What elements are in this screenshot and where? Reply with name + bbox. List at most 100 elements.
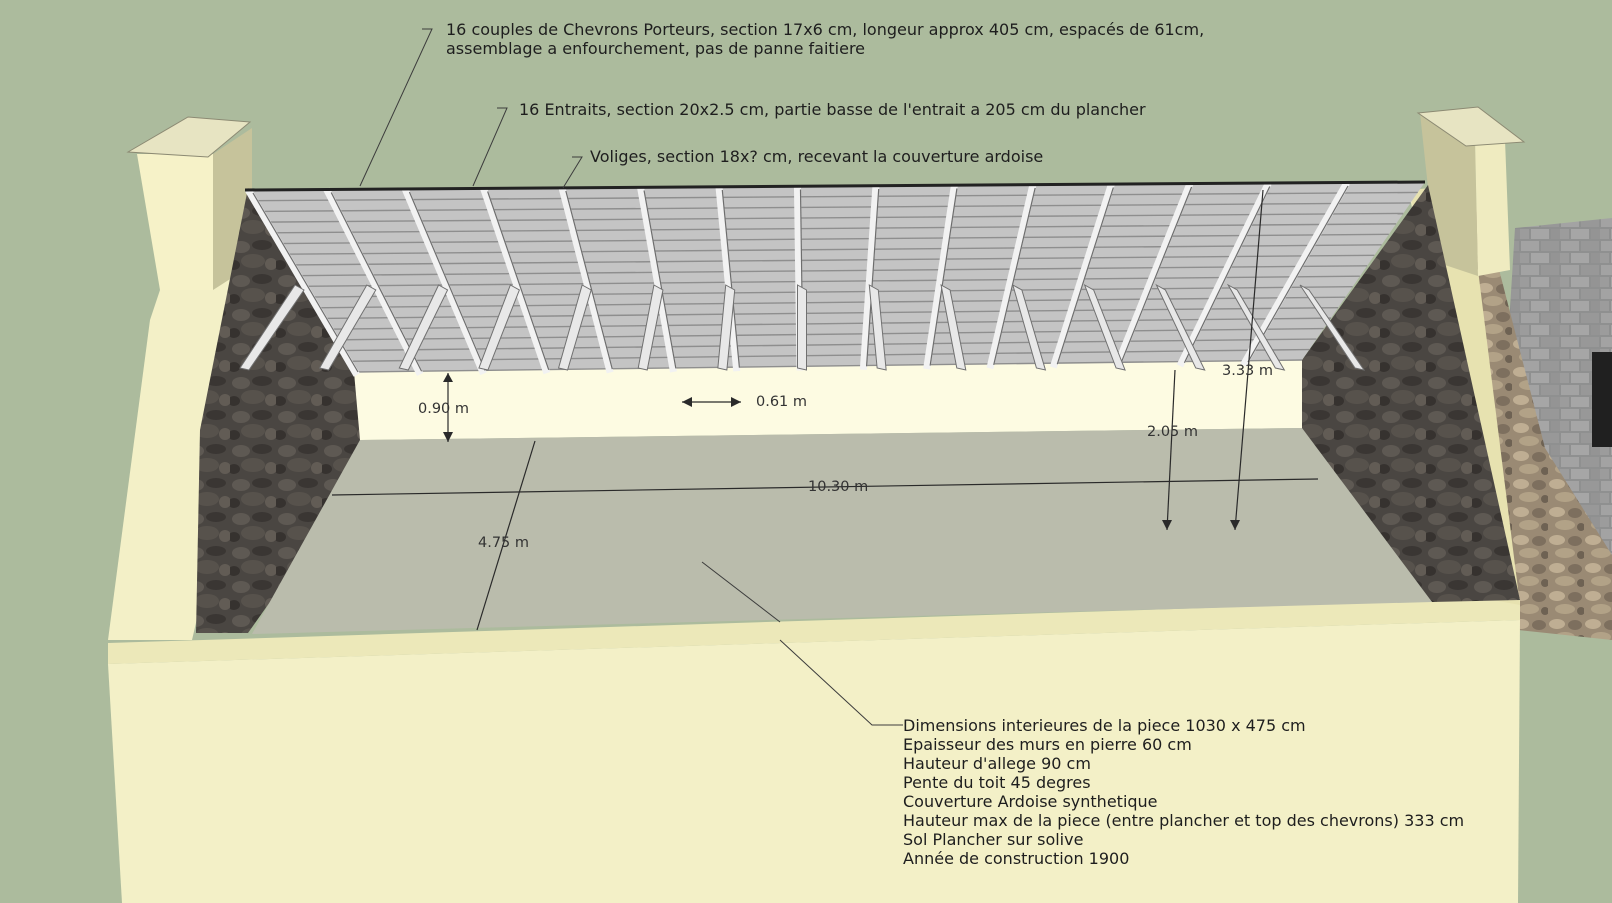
tie-beam bbox=[1299, 284, 1366, 371]
volige-batten bbox=[251, 191, 1418, 202]
volige-batten bbox=[353, 359, 1303, 373]
tie-beam bbox=[239, 284, 305, 371]
dim-length: 10.30 m bbox=[808, 479, 869, 495]
arrow-allege-bottom bbox=[443, 432, 453, 442]
volige-batten bbox=[283, 244, 1382, 255]
tie-beam bbox=[637, 284, 664, 371]
dim-line-length bbox=[331, 478, 1319, 496]
volige-batten bbox=[289, 254, 1375, 266]
dim-width: 4.75 m bbox=[478, 535, 530, 551]
volige-batten bbox=[341, 338, 1317, 352]
tie-beam bbox=[717, 284, 736, 371]
rafter bbox=[558, 186, 614, 374]
left-chimney-side bbox=[137, 154, 213, 290]
volige-batten bbox=[257, 202, 1411, 213]
tie-beam bbox=[940, 284, 967, 371]
right-chimney-side bbox=[1475, 140, 1510, 276]
rafter-edge bbox=[487, 191, 550, 371]
leader-chevrons bbox=[359, 28, 433, 187]
volige-batten bbox=[315, 296, 1346, 309]
rafter bbox=[1049, 183, 1115, 369]
back-allege-wall bbox=[354, 360, 1302, 440]
tie-beam bbox=[557, 284, 592, 371]
dim-line-max-height bbox=[1234, 189, 1264, 531]
leader-specs bbox=[779, 639, 903, 726]
front-wall bbox=[108, 620, 1520, 903]
rafter-edge bbox=[1056, 187, 1114, 365]
spec-line: Année de construction 1900 bbox=[903, 849, 1130, 868]
right-chimney-cap bbox=[1416, 106, 1526, 147]
spec-line: Dimensions interieures de la piece 1030 … bbox=[903, 716, 1306, 735]
wall-top bbox=[108, 598, 1520, 664]
rafter bbox=[480, 187, 551, 375]
arrow-spacing-left bbox=[682, 397, 692, 407]
rafter-edge bbox=[565, 190, 613, 370]
dim-line-width bbox=[476, 440, 536, 631]
volige-batten bbox=[347, 348, 1310, 362]
rafter bbox=[401, 187, 487, 376]
leader-entraits bbox=[472, 107, 508, 187]
spec-line: Epaisseur des murs en pierre 60 cm bbox=[903, 735, 1192, 754]
rafter-edge bbox=[330, 192, 423, 372]
tie-beam bbox=[1012, 283, 1047, 371]
right-interior-stone-wall bbox=[1302, 185, 1520, 602]
voliges-annotation: Voliges, section 18x? cm, recevant la co… bbox=[590, 147, 1044, 166]
rafter-edge bbox=[1247, 185, 1349, 363]
rafter bbox=[923, 184, 958, 370]
spec-line: Couverture Ardoise synthetique bbox=[903, 792, 1158, 811]
arrow-allege-top bbox=[443, 373, 453, 382]
chevrons-annotation-line2: assemblage a enfourchement, pas de panne… bbox=[446, 39, 866, 58]
rafter bbox=[323, 187, 424, 376]
leader-specs-floor bbox=[701, 561, 781, 623]
tie-beam bbox=[868, 284, 887, 371]
roof-voliges bbox=[244, 181, 1426, 373]
spec-line: Pente du toit 45 degres bbox=[903, 773, 1091, 792]
volige-batten bbox=[270, 223, 1397, 234]
arrow-spacing-right bbox=[731, 397, 741, 407]
spec-line: Hauteur d'allege 90 cm bbox=[903, 754, 1091, 773]
tie-beam bbox=[1155, 283, 1206, 371]
entraits-annotation: 16 Entraits, section 20x2.5 cm, partie b… bbox=[519, 100, 1146, 119]
dim-rafter-spacing: 0.61 m bbox=[756, 394, 808, 410]
tie-beam bbox=[1083, 283, 1126, 371]
ridge-line bbox=[244, 180, 1426, 192]
left-chimney-cap bbox=[126, 116, 252, 158]
dim-tie-beam-height: 2.05 m bbox=[1147, 424, 1199, 440]
rafter-edge bbox=[929, 188, 958, 366]
spec-line: Hauteur max de la piece (entre plancher … bbox=[903, 811, 1465, 830]
tie-beam bbox=[398, 284, 449, 371]
rafter bbox=[637, 186, 677, 373]
leader-voliges bbox=[562, 156, 583, 189]
spec-line: Sol Plancher sur solive bbox=[903, 830, 1084, 849]
arrow-tie-height bbox=[1162, 520, 1172, 530]
tie-beam bbox=[318, 284, 377, 371]
chevrons-annotation-line1: 16 couples de Chevrons Porteurs, section… bbox=[446, 20, 1205, 39]
tie-beam bbox=[1226, 283, 1286, 371]
dim-line-tie-height bbox=[1166, 369, 1176, 531]
dim-max-height: 3.33 m bbox=[1222, 363, 1274, 379]
rafter bbox=[1113, 182, 1194, 368]
volige-batten bbox=[302, 275, 1360, 288]
volige-batten bbox=[277, 233, 1389, 245]
rafter bbox=[715, 186, 741, 372]
neighbour-window bbox=[1592, 352, 1612, 447]
rafter-edge bbox=[643, 190, 677, 369]
rafter-edge bbox=[721, 189, 741, 368]
rafter-edge bbox=[1183, 186, 1271, 363]
volige-batten bbox=[296, 265, 1368, 277]
spec-list: Dimensions interieures de la piece 1030 … bbox=[903, 716, 1464, 868]
rafter-edge bbox=[408, 191, 486, 371]
tie-beam bbox=[478, 284, 520, 371]
tie-beams bbox=[239, 283, 1366, 371]
rafter bbox=[986, 183, 1037, 370]
rafter bbox=[859, 185, 880, 371]
dim-allege-height: 0.90 m bbox=[418, 401, 470, 417]
rafter-edge bbox=[1120, 186, 1193, 364]
volige-batten bbox=[309, 286, 1353, 298]
arrow-max-height bbox=[1230, 520, 1240, 530]
tie-beam bbox=[797, 284, 807, 371]
rafter-edge bbox=[993, 187, 1036, 365]
rafter-edge bbox=[865, 188, 880, 367]
